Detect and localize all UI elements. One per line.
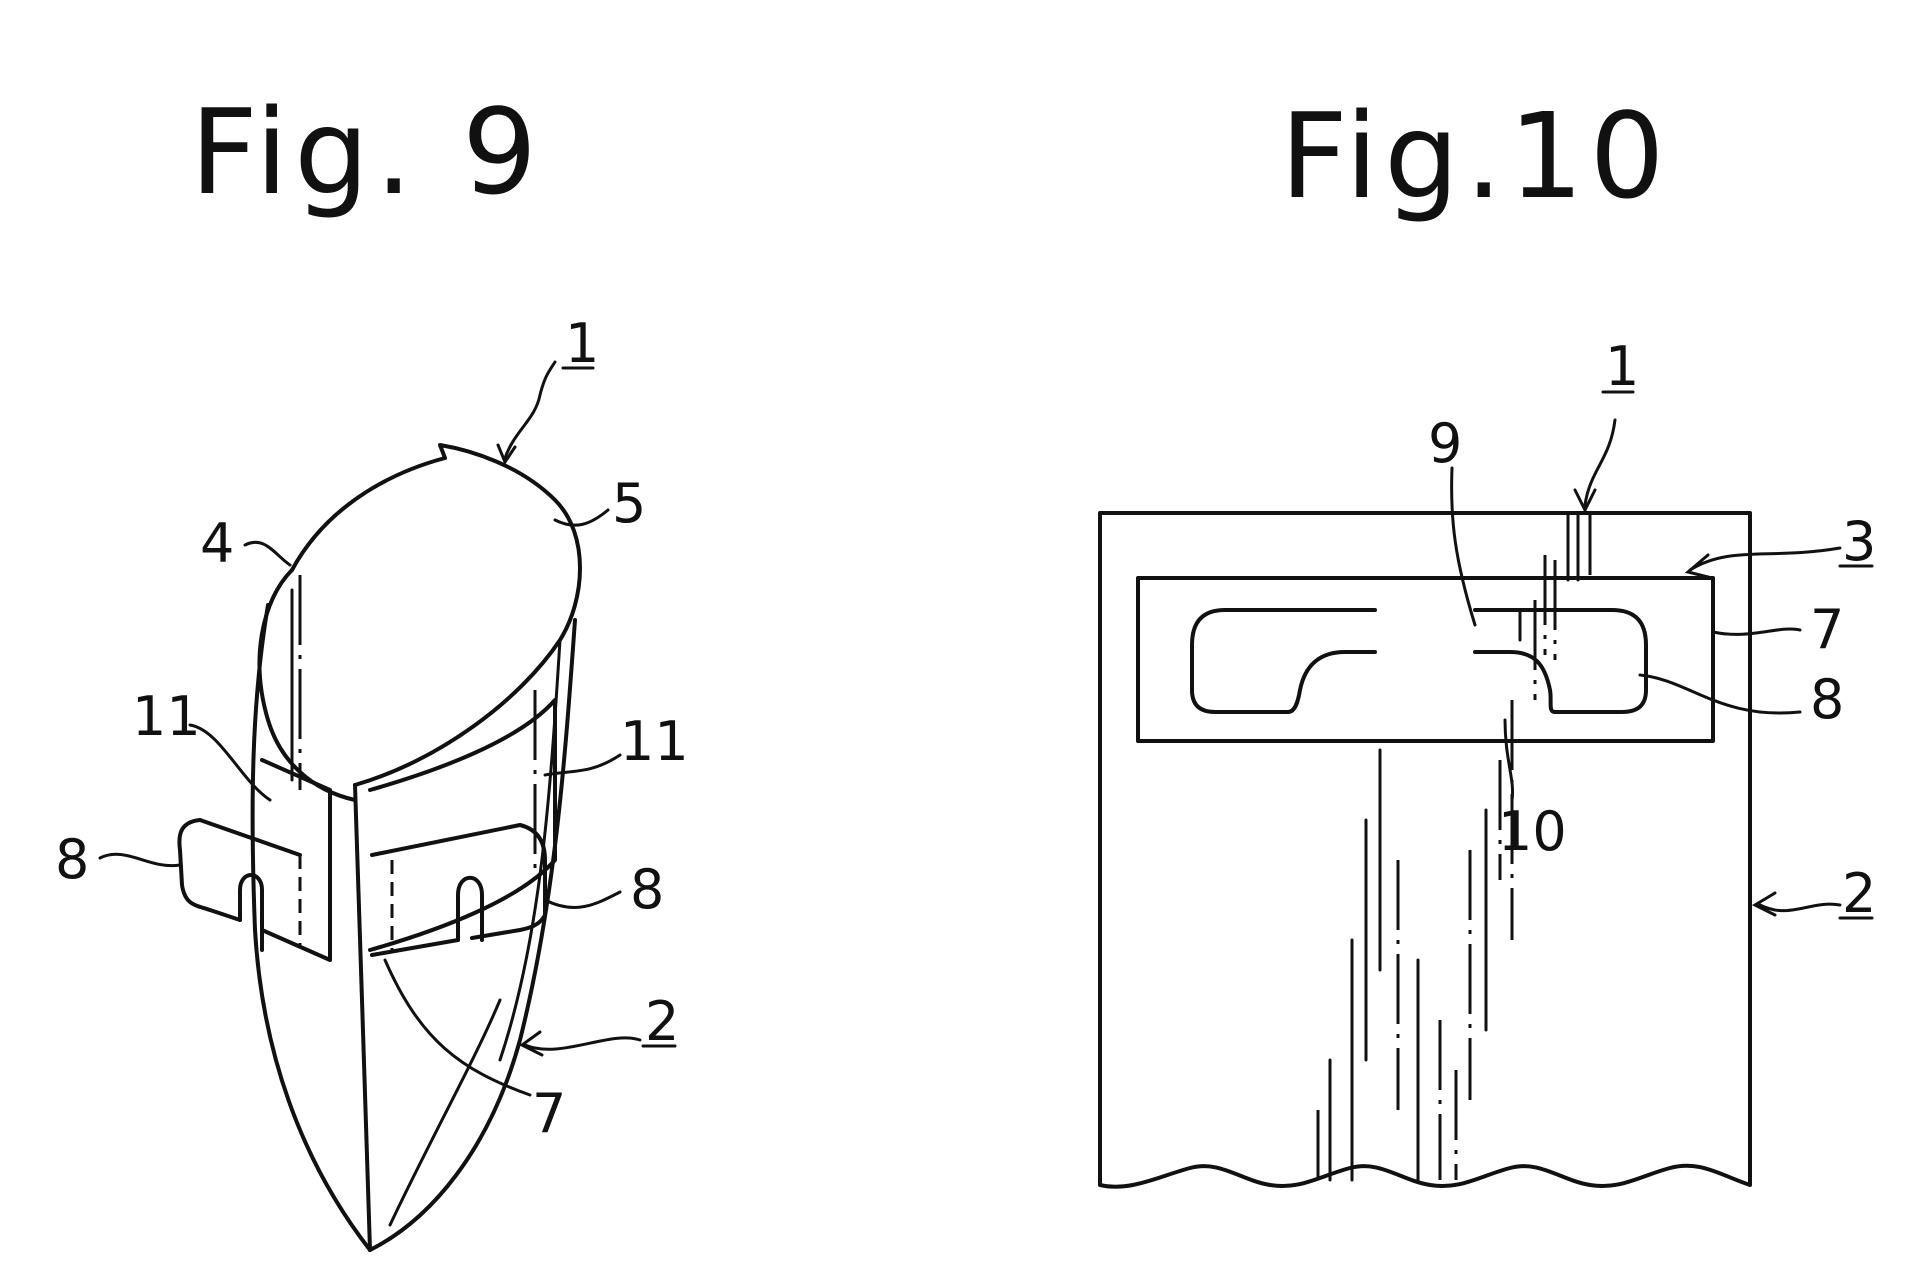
- fig10-handle-right-upper: [1473, 608, 1648, 714]
- fig10-label-7: 7: [1810, 598, 1844, 661]
- fig9-leader-8-right: [543, 890, 622, 909]
- fig10-leader-3-arrow: [1684, 553, 1714, 580]
- fig9-label-5: 5: [612, 472, 646, 535]
- fig10-leader-9: [1450, 466, 1477, 627]
- fig10-handle-right-lower: [1473, 650, 1557, 714]
- fig9-bag-top-rim: [290, 443, 582, 787]
- fig9-front-seam: [353, 783, 372, 1252]
- fig9-label-4: 4: [200, 512, 234, 575]
- fig9-tab-right-slot: [456, 875, 484, 942]
- fig9-title: Fig. 9: [190, 83, 543, 221]
- fig9-label-8-left: 8: [55, 828, 89, 891]
- fig9-leader-2-arrow: [519, 1030, 544, 1057]
- fig10-title: Fig.10: [1280, 87, 1671, 225]
- fig9-label-11-right: 11: [620, 710, 689, 773]
- fig9-right-wall: [368, 618, 577, 1252]
- fig9-leader-2: [523, 1036, 642, 1051]
- fig10-leader-10: [1503, 718, 1515, 802]
- fig10-handle-left-upper: [1190, 608, 1377, 714]
- fig10-handle-left-lower: [1286, 650, 1377, 714]
- fig10-leader-1-arrow: [1573, 488, 1597, 514]
- fig10-label-2: 2: [1842, 862, 1876, 925]
- fig9-tab-right-bottom: [370, 938, 460, 957]
- fig9-left-wall: [250, 603, 372, 1252]
- fig9-leader-11-left: [188, 723, 272, 802]
- fig9-band-left: [260, 758, 332, 962]
- fig10-label-3: 3: [1842, 510, 1876, 573]
- figure-10: Fig.10: [1098, 87, 1876, 1189]
- fig9-leader-11-right: [543, 753, 622, 777]
- fig9-tab-left: [177, 818, 242, 922]
- fig9-leader-4: [243, 541, 292, 567]
- fig9-label-7: 7: [532, 1082, 566, 1145]
- fig9-leader-8-left: [98, 852, 182, 868]
- fig9-label-8-right: 8: [630, 858, 664, 921]
- fig9-leader-7: [383, 958, 532, 1097]
- fig10-label-1: 1: [1605, 335, 1639, 398]
- fig10-handle-patch: [1136, 576, 1715, 743]
- fig9-band-right: [368, 698, 557, 952]
- fig10-leader-8: [1638, 673, 1802, 715]
- fig9-tab-right: [370, 823, 547, 940]
- fig9-lower-crease: [388, 998, 502, 1227]
- fig9-leader-5: [553, 508, 610, 527]
- fig10-leader-7: [1711, 627, 1802, 636]
- fig9-leader-1-arrow: [496, 443, 517, 466]
- figure-9: Fig. 9 1 5: [55, 83, 689, 1252]
- fig10-label-10: 10: [1498, 800, 1567, 863]
- fig10-leader-2: [1758, 902, 1842, 913]
- fig9-tab-left-slot: [238, 873, 264, 952]
- fig10-leader-1: [1583, 418, 1617, 507]
- fig9-tab-left-top: [198, 818, 302, 857]
- fig9-label-2: 2: [645, 990, 679, 1053]
- fig10-reflection-lines: [1316, 511, 1592, 1182]
- fig9-leader-1: [503, 360, 557, 460]
- fig10-label-8: 8: [1810, 668, 1844, 731]
- fig10-leader-3: [1688, 546, 1842, 572]
- fig9-label-11-left: 11: [132, 685, 201, 748]
- fig10-bag-outline: [1098, 511, 1752, 1189]
- fig10-leader-2-arrow: [1751, 891, 1777, 917]
- fig10-label-9: 9: [1428, 412, 1462, 475]
- fig9-label-1: 1: [565, 312, 599, 375]
